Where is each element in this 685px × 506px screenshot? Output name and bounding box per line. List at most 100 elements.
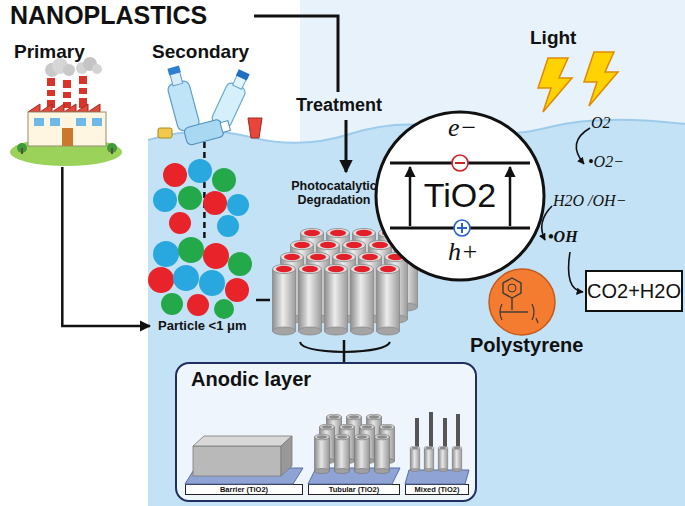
factory-icon [63,98,71,102]
plastic-bottles [220,121,230,133]
nanoplastic-particles [227,194,249,216]
factory-icon [28,112,106,146]
bracket [300,342,390,352]
reaction-arrows [542,128,590,292]
tubular-layer-sketch [375,434,390,473]
mixed-layer-sketch [415,418,419,464]
plastic-bottles [167,66,180,76]
nanoplastic-particles [161,293,183,315]
factory-icon [47,86,55,90]
connector [62,167,150,326]
tubular-layer-sketch [308,468,400,484]
nanoplastic-particles [148,267,174,293]
band-diagram [390,162,530,165]
band-diagram [455,162,465,164]
polystyrene-particle [500,304,502,320]
node-text: e− [448,114,477,143]
tio2-nanotube-array [273,264,296,335]
tubular-layer-sketch [335,434,350,473]
nanoplastic-particles [188,159,212,183]
factory-icon [92,64,102,74]
polystyrene-particle [508,284,516,292]
factory-icon [10,57,122,166]
annotation-label: •OH [548,228,578,246]
nanoplastic-particles [203,191,227,215]
polystyrene-particle [532,304,534,320]
tio2-circle: TiO2e−h+ [374,110,546,282]
node-text: Mixed (TiO2) [405,484,469,495]
nanoplastic-particles [173,265,199,291]
connector [256,299,270,302]
barrier-layer-sketch [185,436,303,484]
factory-icon [63,64,75,76]
factory-icon [47,78,55,108]
tubular-layer-sketch [380,424,395,463]
plastic-bottles [163,64,201,132]
annotation-label: •O2− [588,153,624,171]
factory-icon [63,88,71,92]
plastic-bottles [236,69,250,80]
factory-icon [107,143,117,153]
barrier-layer-sketch [281,436,292,476]
source-node: Secondary [148,42,268,142]
plastic-bottles [183,117,231,146]
tio2-nanotube-array [299,264,322,335]
band-diagram [509,167,512,226]
nanoplastic-particles [212,168,236,192]
polystyrene-particle [489,269,555,335]
polystyrene-particle [500,311,528,312]
polystyrene-node: Polystyrene [462,266,592,360]
reaction-arrows [576,128,590,164]
plastic-bottles [183,119,224,146]
nanoplastic-particles [187,294,209,316]
barrier-layer-sketch [193,446,281,476]
nanoplastic-particles [169,212,191,234]
tio2-nanotube-array [377,264,400,335]
mixed-layer-sketch [405,470,469,484]
factory-icon [79,76,87,108]
nanoplastic-particles [225,278,249,302]
nanoplastic-particles [153,188,177,212]
nanoplastic-particles [214,299,234,319]
mixed-layer-sketch [456,414,460,462]
tubular-layer-sketch [360,424,375,463]
mixed-layer-sketch [438,446,448,472]
tubular-layer-sketch [347,414,362,453]
band-diagram [390,155,530,236]
node-text: Secondary [152,42,249,63]
reaction-arrows [569,252,583,292]
diagram-title: NANOPLASTICS [10,2,207,30]
tubular-layer-sketch [315,434,330,473]
factory-icon [92,118,102,126]
polystyrene-particle [489,269,555,335]
factory-icon [47,96,55,100]
lightning-bolts [538,52,618,112]
tio2-nanotube-array [351,264,374,335]
source-node: Primary [8,42,126,167]
node-text: Anodic layer [191,368,311,390]
node-text: Barrier (TiO2) [185,484,303,495]
product-box: CO2+H2O [585,270,683,312]
lightning-bolts [584,52,618,106]
mixed-layer-sketch [443,418,447,464]
tubular-layer-sketch [340,424,355,463]
nanoplastic-particles [228,252,252,276]
band-diagram [457,227,467,229]
tubular-layer-sketch [355,434,370,473]
polystyrene-particle [503,278,521,298]
tubular-layer-sketch [327,414,342,453]
factory-icon [79,94,87,98]
band-diagram [461,223,463,233]
band-diagram [454,220,470,236]
tubular-layer-sketch [320,424,335,463]
connector [203,142,206,238]
factory-icon [17,143,27,153]
polystyrene-particle [511,298,512,310]
node-text: Tubular (TiO2) [308,484,400,495]
nanoplastic-particles [178,186,202,210]
layer-panel: Barrier (TiO2) [185,400,303,495]
tubular-layer-sketch [367,414,382,453]
node-text: Particle <1 μm [158,319,247,333]
mixed-layer-sketch [424,446,434,472]
